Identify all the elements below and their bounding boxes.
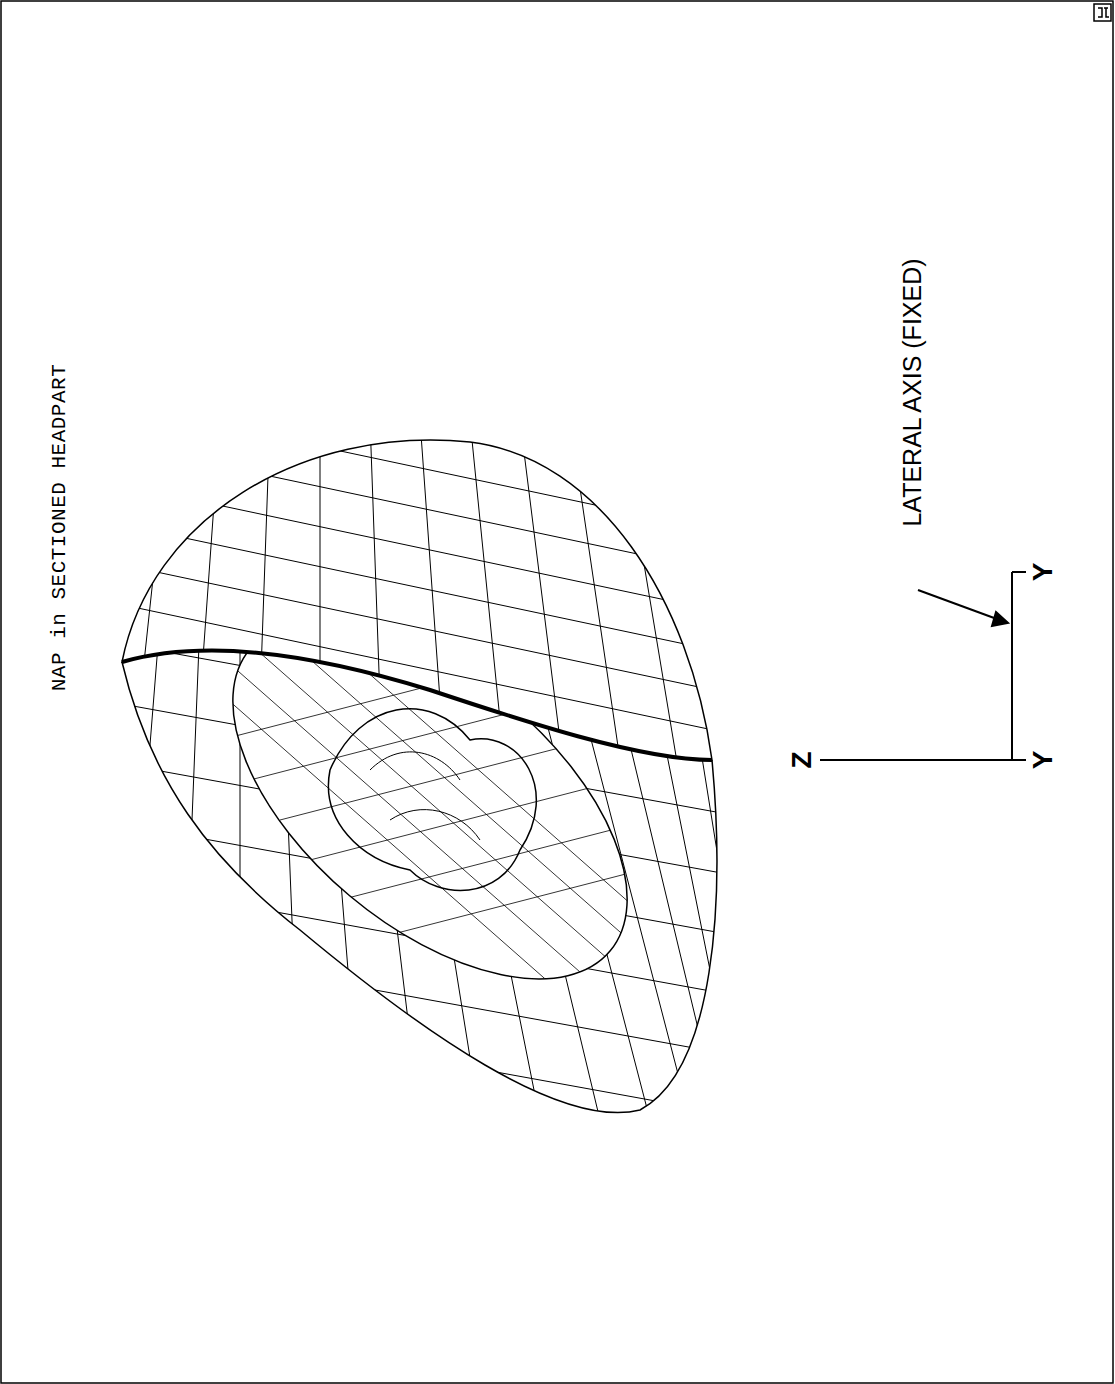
cap-mesh [100, 400, 760, 780]
axis-note: LATERAL AXIS (FIXED) [899, 258, 924, 526]
plot-title: NAP in SECTIONED HEADPART [50, 363, 71, 691]
axis-triad [820, 572, 1026, 760]
nap-core [328, 709, 536, 891]
axis-letter: Y [1029, 751, 1057, 770]
sectioned-cap [122, 440, 712, 760]
axis-letter: Z [788, 751, 816, 768]
section-cut [122, 651, 712, 760]
axis-letter: Y [1029, 563, 1057, 582]
nap-core-mesh [370, 752, 480, 840]
corner-logo [1094, 4, 1111, 21]
shell-outline [122, 662, 717, 1113]
